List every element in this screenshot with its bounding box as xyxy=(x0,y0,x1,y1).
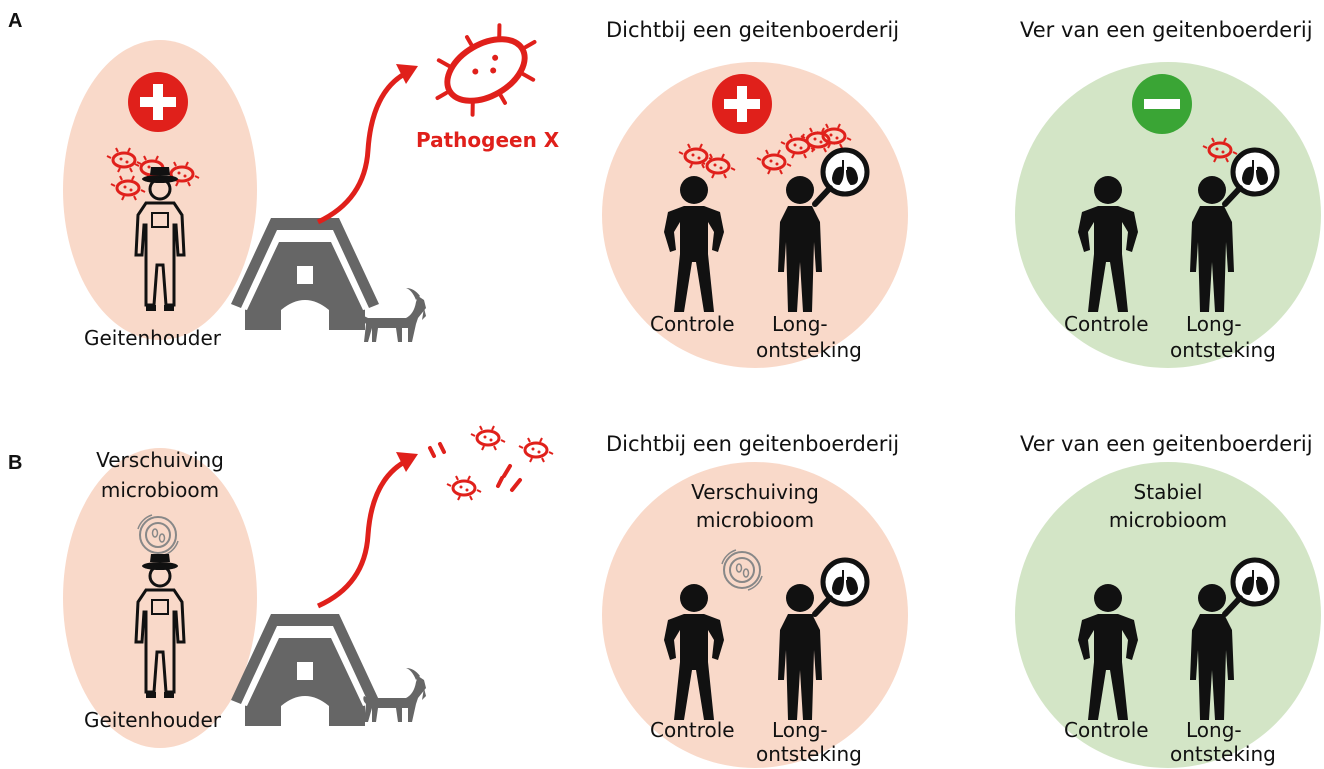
patient-label-line1: Long- xyxy=(772,312,828,336)
keeper-label: Geitenhouder xyxy=(84,326,221,350)
keeper-note-line2: microbioom xyxy=(100,478,220,502)
patient-label-line2: ontsteking xyxy=(756,742,862,766)
transmission-arrow-b xyxy=(316,457,410,609)
far-farm-title: Ver van een geitenboerderij xyxy=(1020,18,1313,42)
control-label: Controle xyxy=(1064,312,1149,336)
keeper-bubble-a xyxy=(63,40,257,340)
patient-label-line1: Long- xyxy=(1186,718,1242,742)
control-label: Controle xyxy=(1064,718,1149,742)
arrow-head-icon xyxy=(396,64,418,84)
panel-letter-b: B xyxy=(8,452,23,474)
far-farm-title: Ver van een geitenboerderij xyxy=(1020,432,1313,456)
near-farm-title: Dichtbij een geitenboerderij xyxy=(606,18,900,42)
bacterium-icon xyxy=(469,424,507,452)
patient-label-line2: ontsteking xyxy=(1170,338,1276,362)
minus-badge-icon xyxy=(1132,74,1192,134)
plus-badge-icon xyxy=(712,74,772,134)
patient-label-line1: Long- xyxy=(772,718,828,742)
bacterium-icon xyxy=(445,474,483,502)
keeper-label: Geitenhouder xyxy=(84,708,221,732)
arrow-head-icon xyxy=(396,452,418,472)
patient-label-line1: Long- xyxy=(1186,312,1242,336)
panel-letter-a: A xyxy=(8,10,23,32)
near-farm-title: Dichtbij een geitenboerderij xyxy=(606,432,900,456)
plus-badge-icon xyxy=(128,72,188,132)
far-farm-note-line1: Stabiel xyxy=(1133,480,1203,504)
transmission-arrow-a xyxy=(316,69,410,225)
bacteria-fragments-icon xyxy=(428,442,522,492)
keeper-note-line1: Verschuiving xyxy=(96,448,224,472)
bacterium-icon xyxy=(517,436,555,464)
control-label: Controle xyxy=(650,312,735,336)
patient-label-line2: ontsteking xyxy=(1170,742,1276,766)
far-farm-note-line2: microbioom xyxy=(1108,508,1228,532)
keeper-bubble-b xyxy=(63,448,257,748)
pathogen-label: Pathogeen X xyxy=(416,128,560,152)
patient-label-line2: ontsteking xyxy=(756,338,862,362)
near-farm-note-line2: microbioom xyxy=(695,508,815,532)
control-label: Controle xyxy=(650,718,735,742)
near-farm-note-line1: Verschuiving xyxy=(691,480,819,504)
pathogen-icon xyxy=(435,23,537,117)
barn-icon xyxy=(231,218,379,330)
